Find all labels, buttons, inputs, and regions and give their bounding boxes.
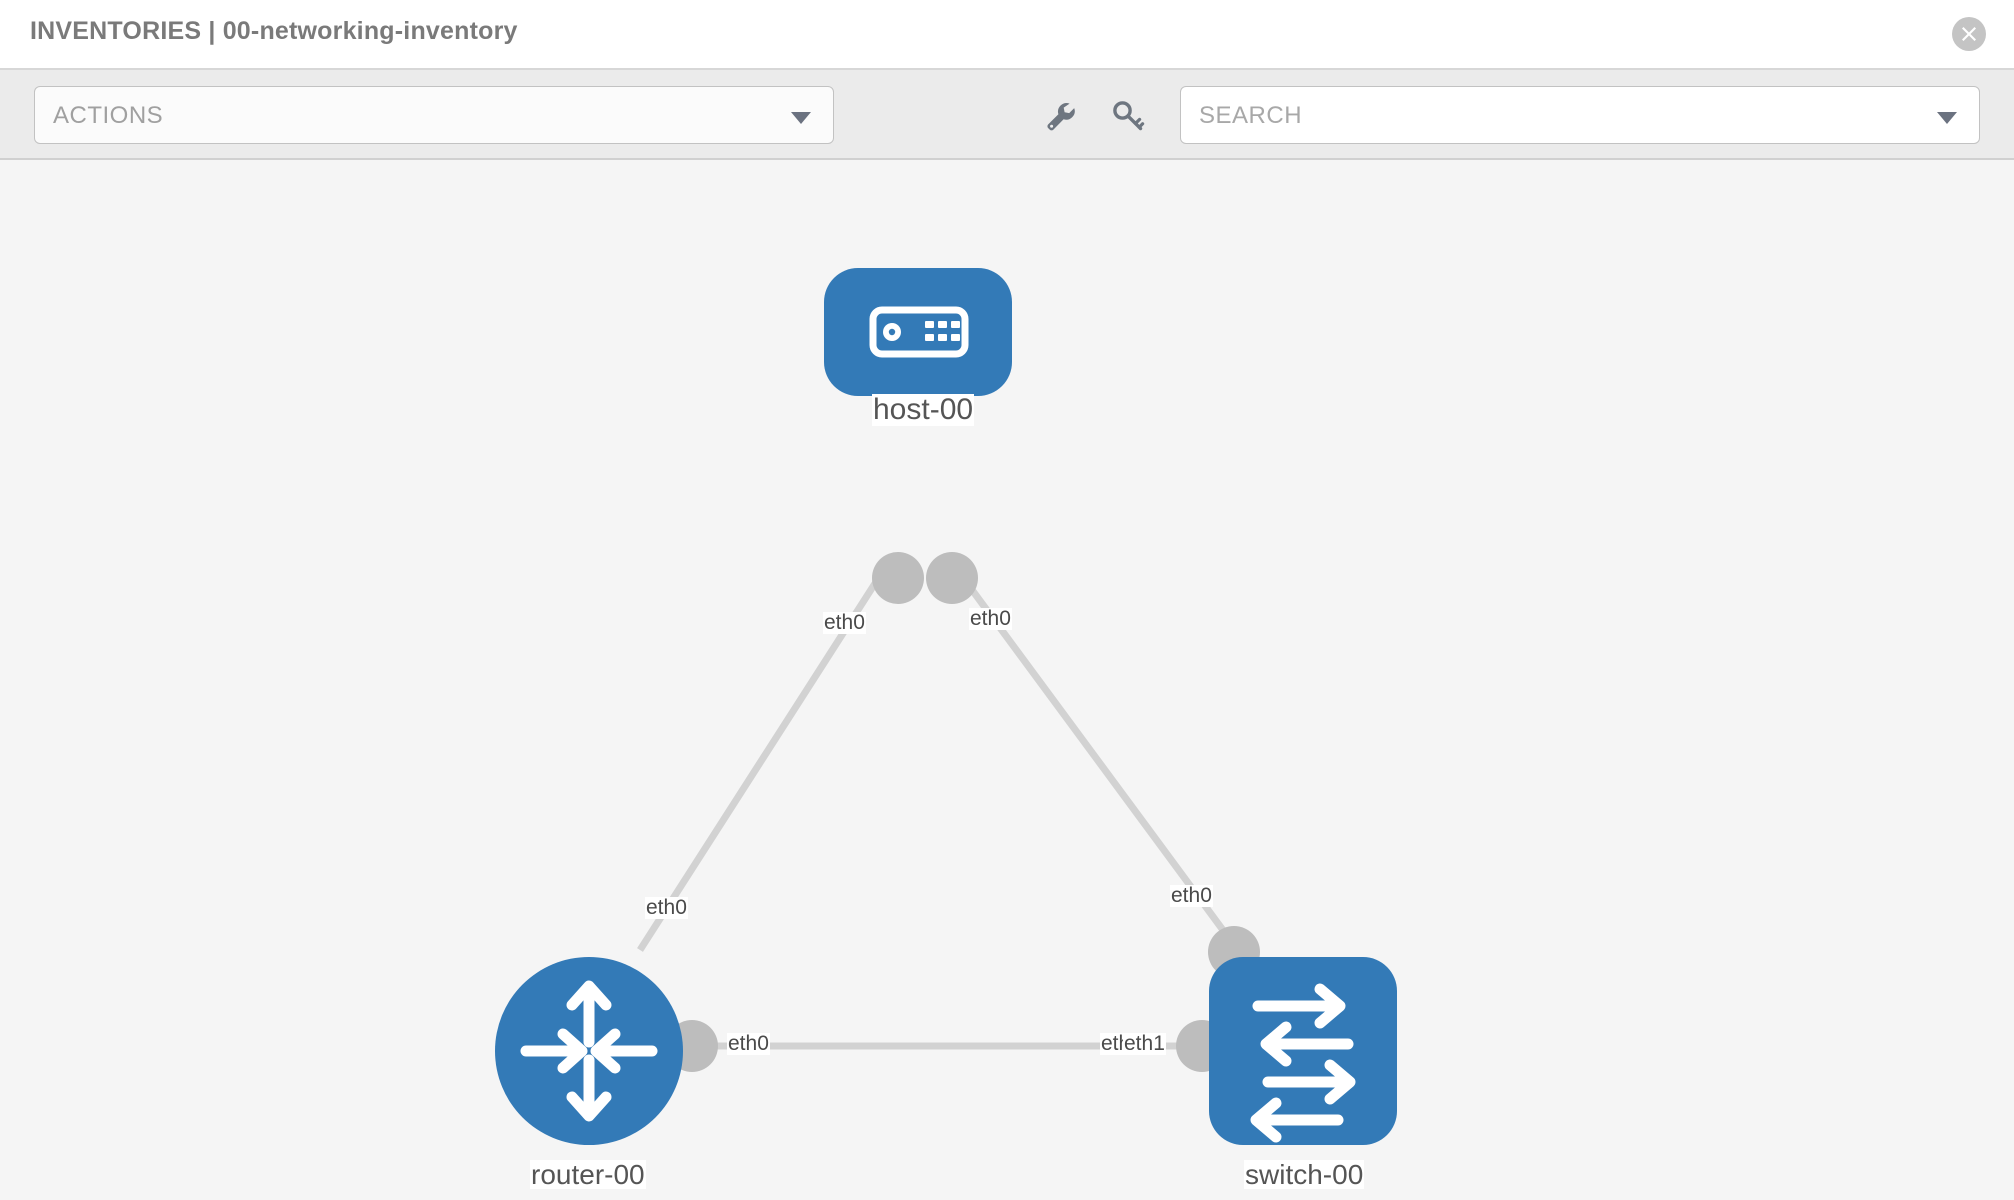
close-icon[interactable] bbox=[1952, 17, 1986, 51]
wrench-icon[interactable] bbox=[1040, 96, 1080, 136]
iface-label-host-right: eth0 bbox=[969, 607, 1012, 631]
node-label-router-00[interactable]: router-00 bbox=[530, 1159, 646, 1190]
topology-connectors bbox=[666, 552, 1260, 1072]
actions-dropdown-label: ACTIONS bbox=[53, 102, 164, 129]
connector-host-left bbox=[872, 552, 924, 604]
switch-arrows-icon bbox=[1250, 983, 1356, 1143]
topology-graph bbox=[495, 268, 1397, 1145]
server-led-grid-icon bbox=[925, 321, 960, 341]
iface-label-router-north: eth0 bbox=[645, 896, 688, 920]
iface-label-host-left: eth0 bbox=[823, 611, 866, 635]
node-switch-00[interactable] bbox=[1209, 957, 1397, 1145]
toolbar: ACTIONS SEARCH bbox=[0, 70, 2014, 160]
search-input[interactable]: SEARCH bbox=[1180, 86, 1980, 144]
router-arrows-icon bbox=[520, 980, 658, 1122]
topology-canvas[interactable]: host-00 router-00 switch-00 eth0 eth0 et… bbox=[0, 160, 2014, 1200]
chevron-down-icon[interactable] bbox=[1937, 112, 1957, 124]
node-router-00[interactable] bbox=[495, 957, 683, 1145]
page-title: INVENTORIES | 00-networking-inventory bbox=[30, 17, 518, 45]
iface-label-switch-north: eth0 bbox=[1170, 884, 1213, 908]
topology-links bbox=[637, 557, 1248, 1050]
page-header: INVENTORIES | 00-networking-inventory bbox=[0, 0, 2014, 70]
iface-label-switch-west: eth1 bbox=[1123, 1032, 1166, 1056]
node-label-switch-00[interactable]: switch-00 bbox=[1244, 1159, 1365, 1190]
node-label-host-00[interactable]: host-00 bbox=[872, 393, 975, 426]
node-host-00[interactable] bbox=[824, 268, 1012, 396]
chevron-down-icon bbox=[791, 112, 811, 124]
actions-dropdown[interactable]: ACTIONS bbox=[34, 86, 834, 144]
search-placeholder: SEARCH bbox=[1199, 102, 1303, 129]
iface-label-router-east: eth0 bbox=[727, 1032, 770, 1056]
connector-host-right bbox=[926, 552, 978, 604]
key-icon[interactable] bbox=[1108, 96, 1148, 136]
